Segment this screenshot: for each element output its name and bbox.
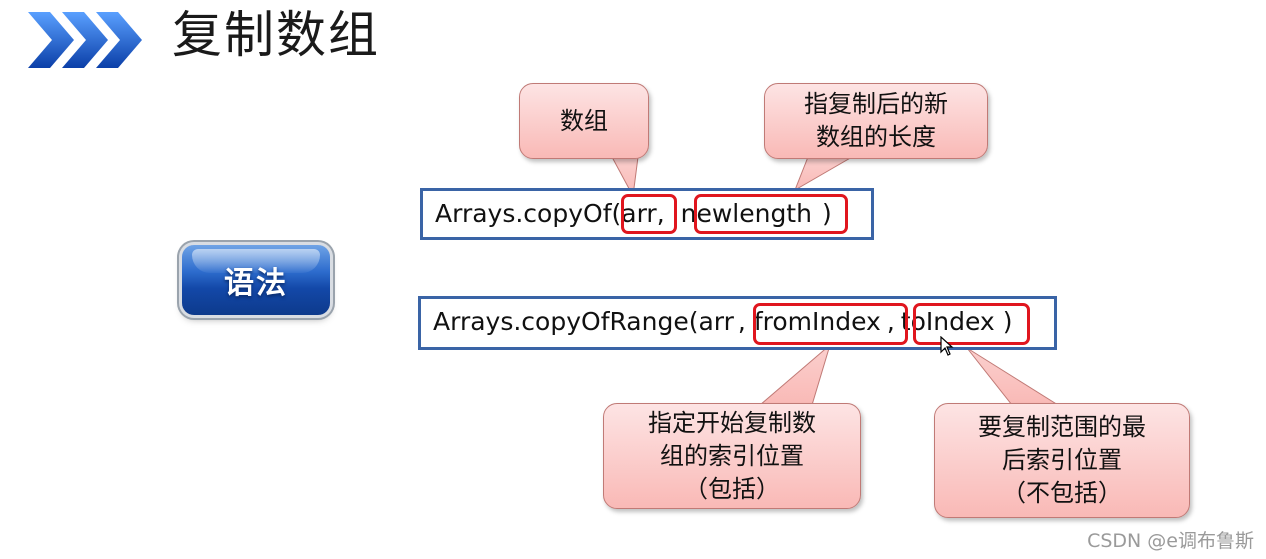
code-separator: ,	[886, 307, 895, 336]
callout-newlength-tail	[794, 156, 854, 192]
code-param-arr: arr	[621, 199, 657, 228]
page-title: 复制数组	[172, 6, 380, 64]
code-separator: ,	[737, 307, 746, 336]
triple-chevron-icon	[28, 12, 142, 68]
watermark: CSDN @e调布鲁斯	[1087, 530, 1254, 552]
code-method-copyofrange: Arrays.copyOfRange(	[433, 307, 699, 336]
code-copyofrange: Arrays.copyOfRange(arr, fromIndex,toInde…	[418, 296, 1057, 350]
callout-text: 指定开始复制数	[648, 408, 816, 437]
mouse-pointer-icon	[940, 336, 954, 356]
syntax-badge-label: 语法	[224, 266, 288, 301]
code-param-fromindex: fromIndex	[753, 307, 881, 336]
callout-fromindex-tail	[758, 343, 831, 406]
callout-fromindex: 指定开始复制数 组的索引位置 （包括）	[603, 403, 861, 509]
code-copyof: Arrays.copyOf(arr, newlength)	[420, 188, 874, 240]
syntax-badge: 语法	[182, 245, 330, 315]
code-param-toindex: toIndex	[900, 307, 995, 336]
callout-toindex-tail	[966, 347, 1060, 406]
code-separator: ,	[656, 199, 665, 228]
code-param-arr: arr	[698, 307, 734, 336]
callout-text: （不包括）	[1002, 479, 1122, 507]
code-method-copyof: Arrays.copyOf(	[435, 199, 622, 228]
callout-text: 数组	[560, 106, 608, 135]
callout-array: 数组	[519, 83, 649, 159]
callout-text: 后索引位置	[1002, 446, 1122, 474]
callout-text: 指复制后的新	[804, 90, 948, 118]
callout-newlength: 指复制后的新 数组的长度	[764, 83, 988, 159]
code-param-newlength: newlength	[680, 199, 812, 228]
code-close-paren: )	[821, 199, 832, 228]
callout-text: 数组的长度	[816, 123, 936, 151]
callout-text: 组的索引位置	[660, 441, 804, 470]
callout-text: 要复制范围的最	[978, 413, 1146, 441]
callout-text: （包括）	[684, 474, 780, 503]
callout-toindex: 要复制范围的最 后索引位置 （不包括）	[934, 403, 1190, 518]
code-close-paren: )	[1002, 307, 1013, 336]
